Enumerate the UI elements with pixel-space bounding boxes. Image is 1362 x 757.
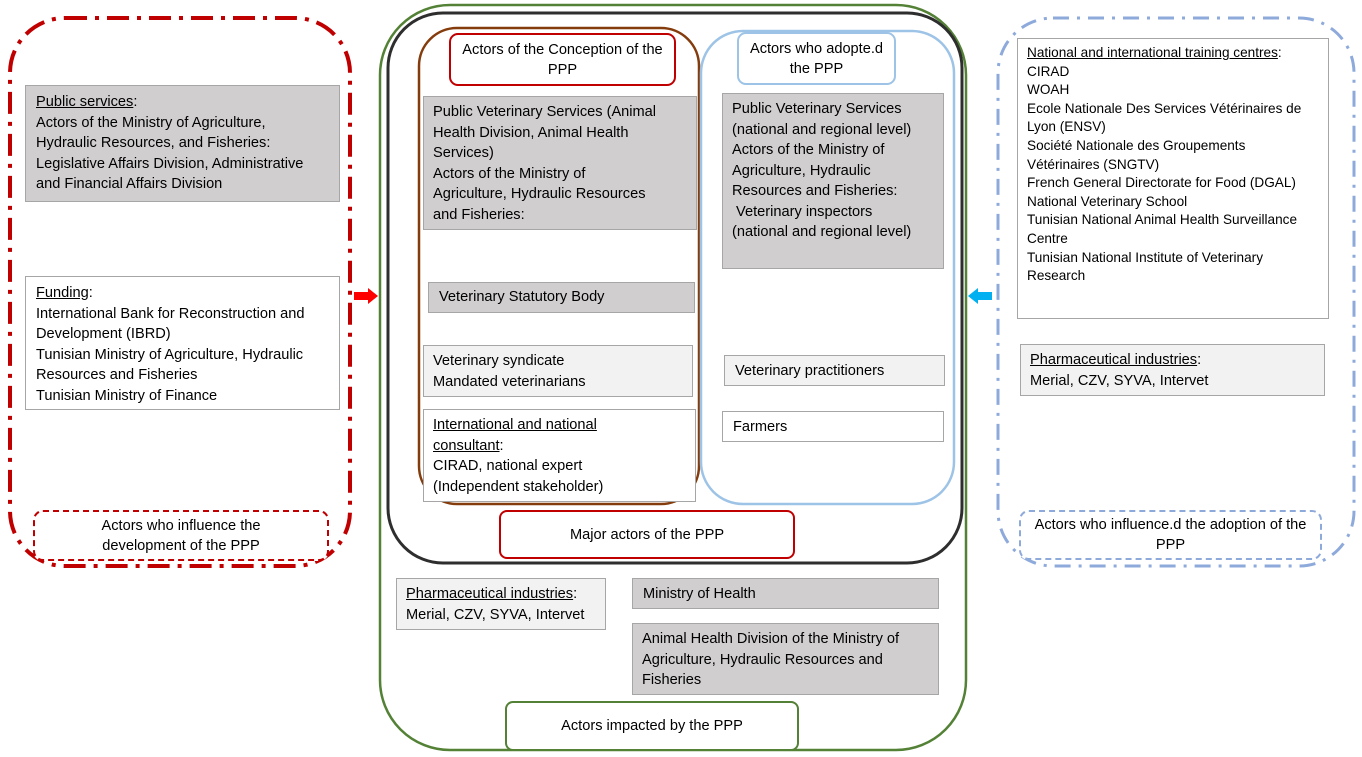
impacted-pharma-box: Pharmaceutical industries: Merial, CZV, …: [396, 578, 606, 630]
training-heading: National and international training cent…: [1027, 45, 1278, 60]
funding-line: Resources and Fisheries: [36, 367, 198, 383]
influence-development-frame: [8, 16, 352, 568]
funding-line: Development (IBRD): [36, 326, 171, 342]
influence-adoption-label: Actors who influence.d the adoption of t…: [1019, 510, 1322, 560]
practitioners-label: Veterinary practitioners: [735, 363, 885, 379]
syndicate-line: Mandated veterinarians: [433, 373, 586, 390]
training-centres-box: National and international training cent…: [1017, 38, 1329, 319]
funding-line: International Bank for Reconstruction an…: [36, 305, 305, 322]
training-line: WOAH: [1027, 82, 1070, 98]
conception-label: Actors of the Conception of the PPP: [449, 33, 676, 86]
practitioners-box: Veterinary practitioners: [724, 355, 945, 386]
training-line: National Veterinary School: [1027, 193, 1188, 209]
consultant-heading: International and national: [433, 417, 597, 433]
statutory-body-box: Veterinary Statutory Body: [428, 282, 695, 313]
ministry-health-box: Ministry of Health: [632, 578, 939, 609]
animal-health-division-line: Animal Health Division of the Ministry o…: [642, 631, 900, 647]
training-line: Centre: [1027, 230, 1068, 246]
conception-public-vet-line: Health Division, Animal Health: [433, 124, 629, 141]
training-line: Vétérinaires (SNGTV): [1027, 156, 1160, 172]
funding-line: Tunisian Ministry of Finance: [36, 387, 218, 404]
consultant-line: CIRAD, national expert: [433, 458, 583, 474]
adopters-label-text: Actors who adopte.d the PPP: [749, 40, 884, 77]
animal-health-division-box: Animal Health Division of the Ministry o…: [632, 623, 939, 695]
conception-public-vet-line: Services): [433, 145, 494, 161]
training-line: French General Directorate for Food (DGA…: [1027, 175, 1296, 191]
statutory-body-label: Veterinary Statutory Body: [439, 289, 605, 305]
animal-health-division-line: Fisheries: [642, 672, 702, 688]
public-services-heading: Public services: [36, 94, 134, 110]
training-line: Lyon (ENSV): [1027, 119, 1106, 135]
conception-public-vet-line: Actors of the Ministry of: [433, 165, 586, 182]
influence-development-label: Actors who influence the development of …: [33, 510, 329, 561]
public-services-line: Hydraulic Resources, and Fisheries:: [36, 135, 271, 151]
adopters-public-vet-line: Actors of the Ministry of: [732, 142, 885, 158]
training-line: Société Nationale des Groupements: [1027, 137, 1246, 153]
adopters-public-vet-line: Resources and Fisheries:: [732, 183, 898, 199]
major-actors-frame: [386, 11, 964, 565]
public-services-box: Public services: Actors of the Ministry …: [25, 85, 340, 202]
funding-box: Funding: International Bank for Reconstr…: [25, 276, 340, 410]
impacted-label: Actors impacted by the PPP: [505, 701, 799, 751]
ministry-health-label: Ministry of Health: [643, 586, 756, 602]
adopters-public-vet-line: (national and regional level): [732, 121, 912, 138]
training-line: Tunisian National Institute of Veterinar…: [1027, 249, 1264, 265]
adopters-frame: [699, 29, 956, 506]
red-arrow-icon: [354, 288, 378, 304]
influence-adoption-frame: [996, 16, 1356, 568]
adopters-public-vet-box: Public Veterinary Services (national and…: [722, 93, 944, 269]
public-services-line: Legislative Affairs Division, Administra…: [36, 155, 304, 172]
farmers-label: Farmers: [733, 419, 788, 435]
consultant-heading: consultant: [433, 437, 500, 454]
adopters-public-vet-line: Agriculture, Hydraulic: [732, 162, 871, 179]
blue-arrow-icon: [968, 288, 992, 304]
training-line: CIRAD: [1027, 63, 1070, 79]
syndicate-box: Veterinary syndicate Mandated veterinari…: [423, 345, 693, 397]
conception-public-vet-line: Public Veterinary Services (Animal: [433, 104, 657, 120]
public-services-line: and Financial Affairs Division: [36, 176, 223, 192]
animal-health-division-line: Agriculture, Hydraulic Resources and: [642, 651, 883, 668]
consultant-line: (Independent stakeholder): [433, 478, 604, 495]
impacted-pharma-heading: Pharmaceutical industries: [406, 586, 574, 602]
adopters-public-vet-line: (national and regional level): [732, 224, 912, 240]
public-services-line: Actors of the Ministry of Agriculture,: [36, 114, 266, 131]
training-line: Tunisian National Animal Health Surveill…: [1027, 212, 1298, 228]
training-line: Ecole Nationale Des Services Vétérinaire…: [1027, 100, 1302, 116]
funding-heading: Funding: [36, 285, 89, 301]
right-pharma-list: Merial, CZV, SYVA, Intervet: [1030, 372, 1209, 389]
adopters-public-vet-line: Public Veterinary Services: [732, 101, 902, 117]
impacted-pharma-list: Merial, CZV, SYVA, Intervet: [406, 606, 585, 623]
right-pharma-heading: Pharmaceutical industries: [1030, 352, 1198, 368]
consultant-box: International and national consultant: C…: [423, 409, 696, 502]
training-line: Research: [1027, 268, 1086, 284]
farmers-box: Farmers: [722, 411, 944, 442]
syndicate-line: Veterinary syndicate: [433, 353, 565, 369]
adopters-label: Actors who adopte.d the PPP: [737, 32, 896, 85]
conception-public-vet-line: Agriculture, Hydraulic Resources: [433, 186, 646, 202]
right-pharma-box: Pharmaceutical industries: Merial, CZV, …: [1020, 344, 1325, 396]
major-actors-label: Major actors of the PPP: [499, 510, 795, 559]
funding-line: Tunisian Ministry of Agriculture, Hydrau…: [36, 346, 304, 363]
conception-public-vet-line: and Fisheries:: [433, 206, 525, 223]
adopters-public-vet-line: Veterinary inspectors: [732, 203, 873, 220]
conception-frame: [417, 26, 701, 506]
conception-public-vet-box: Public Veterinary Services (Animal Healt…: [423, 96, 697, 230]
